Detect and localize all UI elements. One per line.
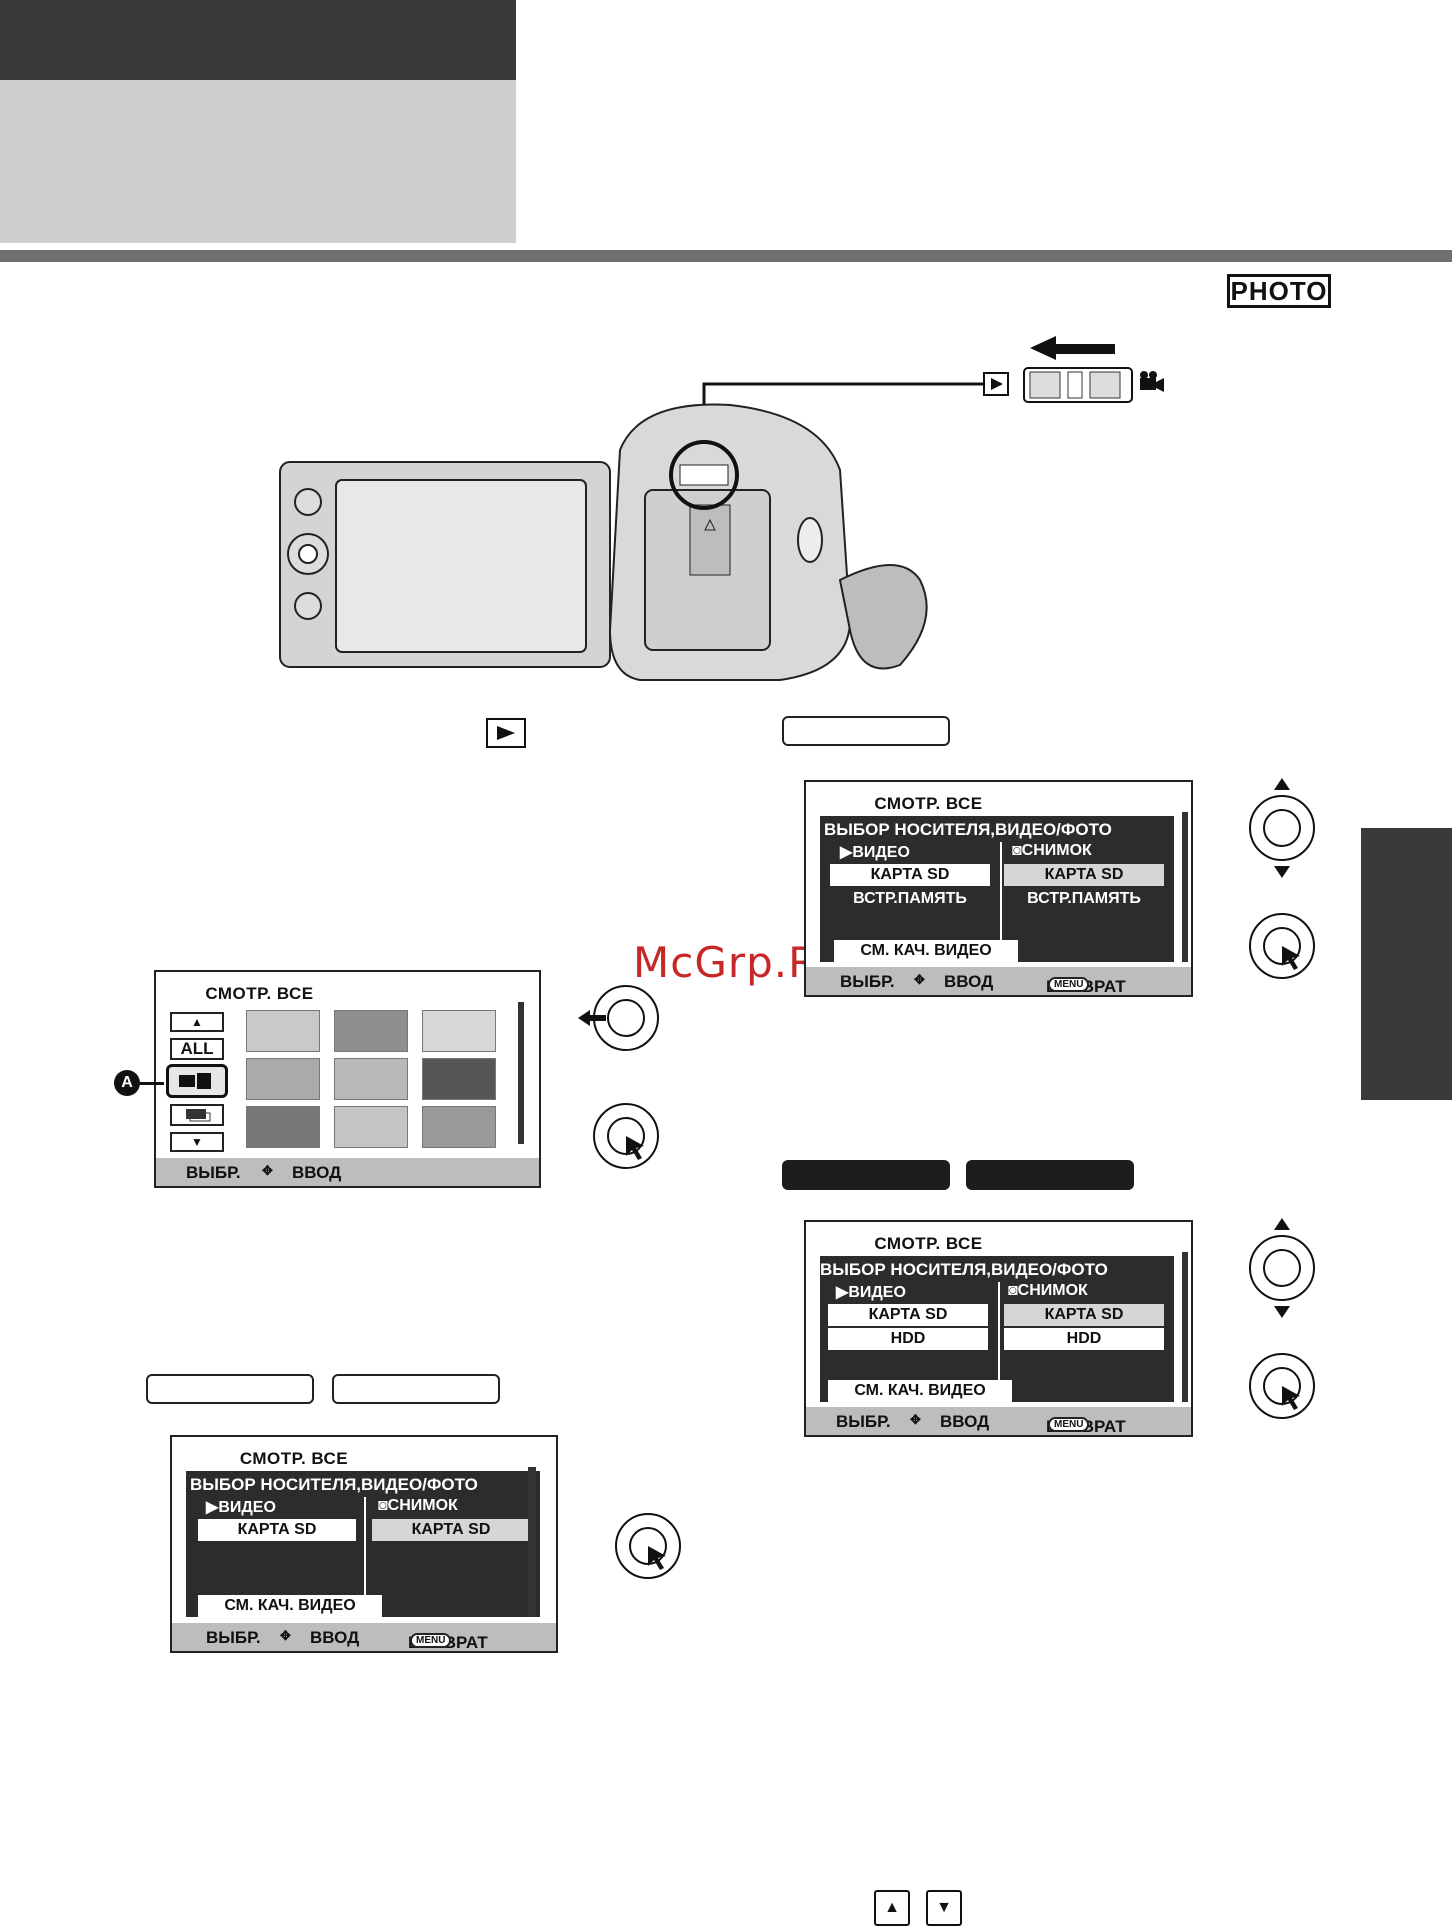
- column-divider: [364, 1497, 366, 1607]
- quality-button[interactable]: СМ. КАЧ. ВИДЕО: [834, 940, 1018, 962]
- thumbnail-3[interactable]: [422, 1010, 496, 1052]
- thumbnail-screen: СМОТР. ВСЕ ▲ ALL ▼ ВЫБР. ✥ ВВОД: [154, 970, 541, 1188]
- filter-all-button[interactable]: ALL: [170, 1038, 224, 1060]
- video-option-sd[interactable]: КАРТА SD: [828, 1304, 988, 1326]
- callout-a: A: [114, 1070, 140, 1096]
- thumbnail-5[interactable]: [334, 1058, 408, 1100]
- thumbnail-6[interactable]: [422, 1058, 496, 1100]
- scrollbar[interactable]: [1182, 1252, 1188, 1402]
- playback-mode-icon: [486, 718, 526, 748]
- screen-title: СМОТР. ВСЕ: [874, 1234, 983, 1253]
- footer-select-label: ВЫБР.: [206, 1628, 261, 1647]
- photo-card-icon: [179, 1073, 211, 1089]
- page-down-button[interactable]: ▼: [926, 1890, 962, 1926]
- footer-enter-label: ВВОД: [940, 1412, 990, 1431]
- photo-label: ◙СНИМОК: [378, 1497, 458, 1514]
- model-label-pill: [782, 716, 950, 746]
- media-select-screen-c: СМОТР. ВСЕ ВЫБОР НОСИТЕЛЯ,ВИДЕО/ФОТО ▶ВИ…: [170, 1435, 558, 1653]
- joystick-left-icon: [578, 985, 659, 1051]
- camcorder-illustration: [279, 336, 1164, 681]
- scroll-up-button[interactable]: ▲: [170, 1012, 224, 1032]
- video-option-sd[interactable]: КАРТА SD: [198, 1519, 356, 1541]
- joystick-updown-icon: [1249, 778, 1315, 878]
- page-up-button[interactable]: ▲: [874, 1890, 910, 1926]
- thumbnail-7[interactable]: [246, 1106, 320, 1148]
- joystick-press-icon: [1249, 1353, 1315, 1419]
- screen-title: СМОТР. ВСЕ: [239, 1449, 349, 1468]
- footer-enter-label: ВВОД: [292, 1163, 342, 1182]
- screen-footer: ВЫБР. ✥ ВВОД: [156, 1158, 539, 1186]
- menu-button-icon: MENU: [410, 1633, 452, 1648]
- video-label: ▶ВИДЕО: [840, 844, 910, 861]
- media-select-screen-b: СМОТР. ВСЕ ВЫБОР НОСИТЕЛЯ,ВИДЕО/ФОТО ▶ВИ…: [804, 1220, 1193, 1437]
- joystick-press-icon: [615, 1513, 681, 1579]
- menu-button-icon: MENU: [1048, 1417, 1090, 1432]
- photo-option-internal[interactable]: ВСТР.ПАМЯТЬ: [1004, 888, 1164, 910]
- chapter-header-bar: [0, 0, 516, 80]
- video-label: ▶ВИДЕО: [836, 1284, 906, 1301]
- model-label-pill-2: [332, 1374, 500, 1404]
- thumbnail-1[interactable]: [246, 1010, 320, 1052]
- joystick-updown-icon: [1249, 1218, 1315, 1318]
- scrollbar[interactable]: [1182, 812, 1188, 962]
- footer-enter-label: ВВОД: [310, 1628, 360, 1647]
- screen-title: СМОТР. ВСЕ: [874, 794, 983, 813]
- photo-option-sd[interactable]: КАРТА SD: [1004, 1304, 1164, 1326]
- photo-option-sd[interactable]: КАРТА SD: [1004, 864, 1164, 886]
- photo-label: ◙СНИМОК: [1008, 1282, 1088, 1299]
- media-header: ВЫБОР НОСИТЕЛЯ,ВИДЕО/ФОТО: [820, 1260, 1108, 1279]
- model-label-pill-dark-2: [966, 1160, 1134, 1190]
- menu-button-icon: MENU: [1048, 977, 1090, 992]
- thumbnail-4[interactable]: [246, 1058, 320, 1100]
- screen-title: СМОТР. ВСЕ: [205, 984, 314, 1003]
- section-side-tab: [1361, 828, 1452, 1100]
- column-divider: [1000, 842, 1002, 952]
- footer-select-label: ВЫБР.: [840, 972, 895, 991]
- thumbnail-9[interactable]: [422, 1106, 496, 1148]
- video-option-internal[interactable]: ВСТР.ПАМЯТЬ: [830, 888, 990, 910]
- scroll-down-button[interactable]: ▼: [170, 1132, 224, 1152]
- joystick-press-icon: [1249, 913, 1315, 979]
- column-divider: [998, 1282, 1000, 1392]
- photo-option-hdd[interactable]: HDD: [1004, 1328, 1164, 1350]
- thumbnail-8[interactable]: [334, 1106, 408, 1148]
- video-option-sd[interactable]: КАРТА SD: [830, 864, 990, 886]
- model-label-pill-1: [146, 1374, 314, 1404]
- footer-select-label: ВЫБР.: [836, 1412, 891, 1431]
- quality-button[interactable]: СМ. КАЧ. ВИДЕО: [198, 1595, 382, 1617]
- footer-select-label: ВЫБР.: [186, 1163, 241, 1182]
- screen-footer: ВЫБР. ✥ ВВОД ВОЗВРАТMENU: [172, 1623, 556, 1651]
- joystick-press-icon: [593, 1103, 659, 1169]
- photo-option-sd[interactable]: КАРТА SD: [372, 1519, 530, 1541]
- thumbnail-2[interactable]: [334, 1010, 408, 1052]
- joystick-icon: ✥: [910, 1412, 921, 1427]
- quality-button[interactable]: СМ. КАЧ. ВИДЕО: [828, 1380, 1012, 1402]
- joystick-icon: ✥: [914, 972, 925, 987]
- filter-video-button[interactable]: [170, 1104, 224, 1126]
- joystick-icon: ✥: [280, 1628, 291, 1643]
- media-header: ВЫБОР НОСИТЕЛЯ,ВИДЕО/ФОТО: [824, 820, 1112, 839]
- video-option-hdd[interactable]: HDD: [828, 1328, 988, 1350]
- screen-footer: ВЫБР. ✥ ВВОД ВОЗВРАТMENU: [806, 967, 1191, 995]
- scrollbar[interactable]: [528, 1467, 536, 1617]
- callout-line: [140, 1082, 164, 1085]
- chapter-title-block: [0, 80, 516, 243]
- joystick-icon: ✥: [262, 1163, 273, 1178]
- screen-footer: ВЫБР. ✥ ВВОД ВОЗВРАТMENU: [806, 1407, 1191, 1435]
- video-label: ▶ВИДЕО: [206, 1499, 276, 1516]
- media-select-screen-a: СМОТР. ВСЕ ВЫБОР НОСИТЕЛЯ,ВИДЕО/ФОТО ▶ВИ…: [804, 780, 1193, 997]
- model-label-pill-dark-1: [782, 1160, 950, 1190]
- video-list-icon: [186, 1109, 211, 1122]
- photo-mode-badge: PHOTO: [1227, 274, 1331, 308]
- footer-enter-label: ВВОД: [944, 972, 994, 991]
- section-rule: [0, 250, 1452, 262]
- media-panel: [186, 1471, 540, 1617]
- filter-photo-card-button[interactable]: [166, 1064, 228, 1098]
- media-header: ВЫБОР НОСИТЕЛЯ,ВИДЕО/ФОТО: [190, 1475, 478, 1494]
- photo-label: ◙СНИМОК: [1012, 842, 1092, 859]
- scrollbar[interactable]: [518, 1002, 524, 1144]
